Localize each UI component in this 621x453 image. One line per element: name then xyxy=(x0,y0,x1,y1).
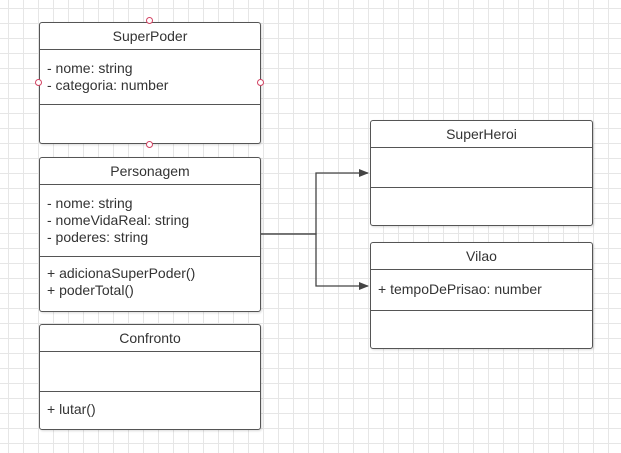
class-superpoder-attributes: - nome: string - categoria: number xyxy=(40,50,260,105)
class-superpoder-title: SuperPoder xyxy=(40,23,260,50)
method-adicionasuperpoder: + adicionaSuperPoder() xyxy=(47,265,196,281)
class-confronto-attributes xyxy=(40,352,260,392)
class-vilao-methods xyxy=(371,311,592,348)
class-name: Vilao xyxy=(466,248,497,264)
attribute-nomevidareal: - nomeVidaReal: string xyxy=(47,212,190,228)
class-vilao-attributes: + tempoDePrisao: number xyxy=(371,270,592,311)
method-lutar: + lutar() xyxy=(47,401,96,417)
attribute-categoria: - categoria: number xyxy=(47,77,169,93)
attribute-poderes: - poderes: string xyxy=(47,229,149,245)
class-name: SuperHeroi xyxy=(446,126,517,142)
class-superheroi-attributes xyxy=(371,148,592,188)
class-confronto[interactable]: Confronto + lutar() xyxy=(39,324,261,430)
class-superpoder[interactable]: SuperPoder - nome: string - categoria: n… xyxy=(39,22,261,144)
selection-handle-top[interactable] xyxy=(146,17,153,24)
class-name: Personagem xyxy=(110,163,190,179)
method-podertotal: + poderTotal() xyxy=(47,282,134,298)
attribute-nome: - nome: string xyxy=(47,60,133,76)
class-superheroi-methods xyxy=(371,188,592,225)
attribute-nome: - nome: string xyxy=(47,195,133,211)
class-personagem-title: Personagem xyxy=(40,158,260,185)
class-personagem-attributes: - nome: string - nomeVidaReal: string - … xyxy=(40,185,260,257)
selection-handle-bottom[interactable] xyxy=(146,141,153,148)
class-name: SuperPoder xyxy=(112,28,188,44)
class-superheroi-title: SuperHeroi xyxy=(371,121,592,148)
selection-handle-right[interactable] xyxy=(257,79,264,86)
class-confronto-title: Confronto xyxy=(40,325,260,352)
class-superpoder-methods xyxy=(40,105,260,143)
class-name: Confronto xyxy=(119,330,181,346)
class-vilao-title: Vilao xyxy=(371,243,592,270)
class-personagem[interactable]: Personagem - nome: string - nomeVidaReal… xyxy=(39,157,261,312)
selection-handle-left[interactable] xyxy=(35,79,42,86)
connector-personagem-to-superheroi[interactable] xyxy=(261,169,369,235)
attribute-tempodeprisao: + tempoDePrisao: number xyxy=(378,281,542,297)
class-personagem-methods: + adicionaSuperPoder() + poderTotal() xyxy=(40,257,260,311)
class-superheroi[interactable]: SuperHeroi xyxy=(370,120,593,226)
class-confronto-methods: + lutar() xyxy=(40,392,260,429)
connector-personagem-to-vilao[interactable] xyxy=(261,233,369,290)
class-vilao[interactable]: Vilao + tempoDePrisao: number xyxy=(370,242,593,349)
